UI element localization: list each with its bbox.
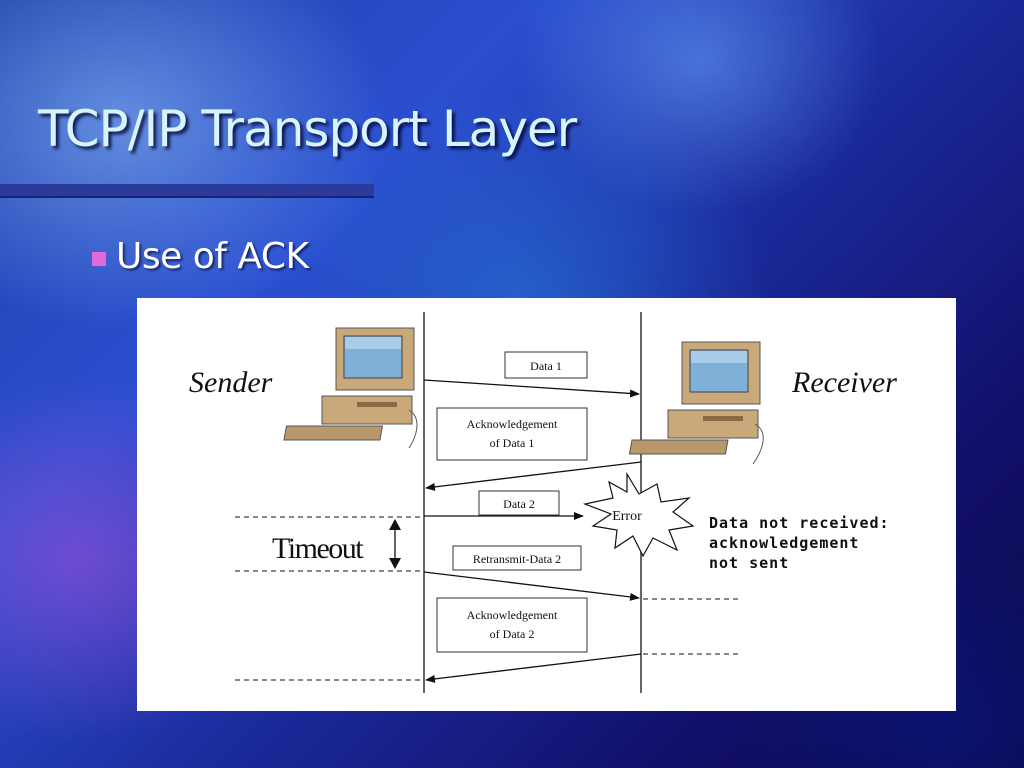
error-burst-icon: Error bbox=[582, 471, 695, 558]
ack2-label-line2: of Data 2 bbox=[490, 627, 535, 641]
data2-box bbox=[478, 490, 560, 516]
retransmit-box bbox=[452, 545, 582, 571]
timeout-arrowhead-down bbox=[389, 558, 401, 569]
data1-box bbox=[504, 351, 588, 379]
ack1-box bbox=[436, 407, 588, 461]
data1-label: Data 1 bbox=[530, 359, 562, 373]
slide-title: TCP/IP Transport Layer bbox=[38, 100, 577, 158]
bullet-item: Use of ACK bbox=[92, 236, 309, 277]
ack2-box bbox=[436, 597, 588, 653]
sender-label: Sender bbox=[189, 366, 273, 399]
ack2-label-line1: Acknowledgement bbox=[467, 608, 558, 622]
error-label: Error bbox=[612, 509, 642, 524]
sender-computer-icon bbox=[283, 327, 418, 449]
ack1-label-line2: of Data 1 bbox=[490, 436, 535, 450]
ack2-arrow bbox=[425, 653, 642, 683]
title-underline bbox=[0, 184, 374, 196]
timeout-label: Timeout bbox=[272, 532, 364, 565]
ack-diagram: Sender Receiver Data 1 Acknowledgement o… bbox=[137, 298, 956, 711]
retransmit-arrow bbox=[423, 571, 640, 601]
ack-diagram-svg: Sender Receiver Data 1 Acknowledgement o… bbox=[189, 312, 897, 693]
ack1-arrow bbox=[425, 461, 642, 491]
bullet-text: Use of ACK bbox=[116, 236, 309, 277]
retransmit-label: Retransmit-Data 2 bbox=[473, 552, 561, 566]
bullet-marker-icon bbox=[92, 251, 106, 266]
note-line-1: Data not received: bbox=[709, 514, 890, 532]
timeout-arrowhead-up bbox=[389, 519, 401, 530]
note-line-2: acknowledgement bbox=[709, 534, 859, 552]
receiver-computer-icon bbox=[628, 341, 764, 465]
data1-arrow bbox=[423, 379, 640, 398]
ack1-label-line1: Acknowledgement bbox=[467, 417, 558, 431]
receiver-label: Receiver bbox=[791, 366, 897, 399]
data2-label: Data 2 bbox=[503, 497, 535, 511]
note-line-3: not sent bbox=[709, 554, 789, 572]
